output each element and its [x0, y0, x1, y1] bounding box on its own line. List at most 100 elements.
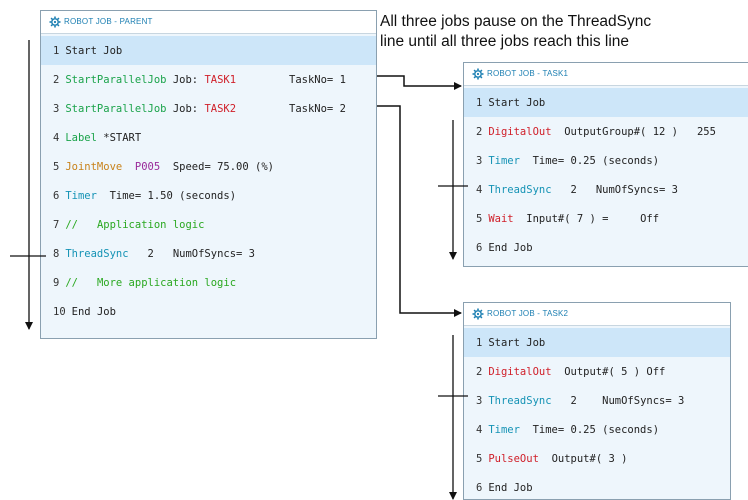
code-param: *START [103, 131, 142, 144]
code-param: TaskNo= 2 [289, 102, 346, 115]
task2-start-connector [377, 105, 462, 317]
task2-job-title: ROBOT JOB - TASK2 [487, 309, 569, 318]
code-line[interactable]: 1 Start Job [464, 88, 748, 117]
code-text: End Job [488, 241, 533, 254]
code-keyword: StartParallelJob [65, 73, 167, 86]
code-param: Speed= 75.00 (%) [172, 160, 274, 173]
code-param: TASK1 [204, 73, 237, 86]
code-param: Time= 0.25 (seconds) [532, 154, 660, 167]
code-keyword: ThreadSync [65, 247, 129, 260]
code-line[interactable]: 9 // More application logic [41, 268, 376, 297]
code-line[interactable]: 6 End Job [464, 473, 730, 499]
code-keyword: // [65, 218, 78, 231]
line-number: 1 [476, 336, 483, 349]
code-param: 255 [696, 125, 716, 138]
line-number: 4 [476, 183, 483, 196]
code-param: Off [640, 212, 660, 225]
code-comment: More application logic [96, 276, 237, 289]
code-line[interactable]: 3 Timer Time= 0.25 (seconds) [464, 146, 748, 175]
task1-job-panel: ROBOT JOB - TASK1 1 Start Job 2 DigitalO… [463, 62, 748, 267]
line-number: 9 [53, 276, 60, 289]
code-line[interactable]: 2 DigitalOut Output#( 5 ) Off [464, 357, 730, 386]
code-param: 2 [570, 394, 577, 407]
line-number: 5 [53, 160, 60, 173]
code-param: Time= 0.25 (seconds) [532, 423, 660, 436]
code-param: NumOfSyncs= 3 [595, 183, 678, 196]
gear-icon [472, 68, 484, 80]
code-line[interactable]: 7 // Application logic [41, 210, 376, 239]
line-number: 4 [476, 423, 483, 436]
line-number: 4 [53, 131, 60, 144]
line-number: 5 [476, 212, 483, 225]
code-param: NumOfSyncs= 3 [172, 247, 255, 260]
code-keyword: Wait [488, 212, 514, 225]
code-line[interactable]: 3 StartParallelJob Job: TASK2 TaskNo= 2 [41, 94, 376, 123]
code-param: 2 [147, 247, 154, 260]
line-number: 7 [53, 218, 60, 231]
caption-line-2: line until all three jobs reach this lin… [380, 33, 629, 50]
line-number: 1 [53, 44, 60, 57]
code-keyword: ThreadSync [488, 394, 552, 407]
line-number: 5 [476, 452, 483, 465]
code-param: Output#( 3 ) [551, 452, 628, 465]
code-param: Off [646, 365, 666, 378]
line-number: 3 [476, 154, 483, 167]
code-text: Start Job [488, 96, 546, 109]
task2-job-header: ROBOT JOB - TASK2 [464, 303, 730, 326]
code-comment: Application logic [96, 218, 205, 231]
code-param: Output#( 5 ) [564, 365, 641, 378]
code-keyword: Timer [488, 154, 520, 167]
code-keyword: DigitalOut [488, 125, 552, 138]
line-number: 2 [476, 365, 483, 378]
code-keyword: Timer [488, 423, 520, 436]
line-number: 3 [53, 102, 60, 115]
code-keyword: Timer [65, 189, 97, 202]
code-param: Input#( 7 ) = [526, 212, 609, 225]
code-line[interactable]: 8 ThreadSync 2 NumOfSyncs= 3 [41, 239, 376, 268]
code-line[interactable]: 3 ThreadSync 2 NumOfSyncs= 3 [464, 386, 730, 415]
task1-job-title: ROBOT JOB - TASK1 [487, 69, 569, 78]
code-param: Job: [172, 73, 199, 86]
code-param: NumOfSyncs= 3 [602, 394, 685, 407]
code-text: Start Job [488, 336, 546, 349]
line-number: 2 [53, 73, 60, 86]
gear-icon [472, 308, 484, 320]
code-keyword: DigitalOut [488, 365, 552, 378]
code-param: Time= 1.50 (seconds) [109, 189, 237, 202]
line-number: 3 [476, 394, 483, 407]
code-keyword: // [65, 276, 78, 289]
code-line[interactable]: 10 End Job [41, 297, 376, 326]
code-keyword: PulseOut [488, 452, 539, 465]
code-line[interactable]: 6 End Job [464, 233, 748, 262]
code-line[interactable]: 1 Start Job [41, 36, 376, 65]
parent-job-title: ROBOT JOB - PARENT [64, 17, 153, 26]
code-line[interactable]: 2 StartParallelJob Job: TASK1 TaskNo= 1 [41, 65, 376, 94]
code-line[interactable]: 4 ThreadSync 2 NumOfSyncs= 3 [464, 175, 748, 204]
line-number: 8 [53, 247, 60, 260]
line-number: 10 [53, 305, 66, 318]
code-line[interactable]: 2 DigitalOut OutputGroup#( 12 ) 255 [464, 117, 748, 146]
line-number: 1 [476, 96, 483, 109]
task1-job-header: ROBOT JOB - TASK1 [464, 63, 748, 86]
code-line[interactable]: 5 Wait Input#( 7 ) = Off [464, 204, 748, 233]
code-line[interactable]: 6 Timer Time= 1.50 (seconds) [41, 181, 376, 210]
line-number: 6 [476, 241, 483, 254]
code-keyword: ThreadSync [488, 183, 552, 196]
code-line[interactable]: 5 JointMove P005 Speed= 75.00 (%) [41, 152, 376, 181]
code-line[interactable]: 4 Timer Time= 0.25 (seconds) [464, 415, 730, 444]
code-param: P005 [134, 160, 161, 173]
code-param: TaskNo= 1 [289, 73, 346, 86]
code-param: TASK2 [204, 102, 237, 115]
code-keyword: Label [65, 131, 97, 144]
gear-icon [49, 16, 61, 28]
parent-job-header: ROBOT JOB - PARENT [41, 11, 376, 34]
task1-start-connector [377, 75, 462, 90]
caption-line-1: All three jobs pause on the ThreadSync [380, 13, 652, 30]
code-line[interactable]: 5 PulseOut Output#( 3 ) [464, 444, 730, 473]
code-line[interactable]: 1 Start Job [464, 328, 730, 357]
line-number: 6 [476, 481, 483, 494]
code-line[interactable]: 4 Label *START [41, 123, 376, 152]
code-param: Job: [172, 102, 199, 115]
code-param: OutputGroup#( 12 ) [564, 125, 678, 138]
